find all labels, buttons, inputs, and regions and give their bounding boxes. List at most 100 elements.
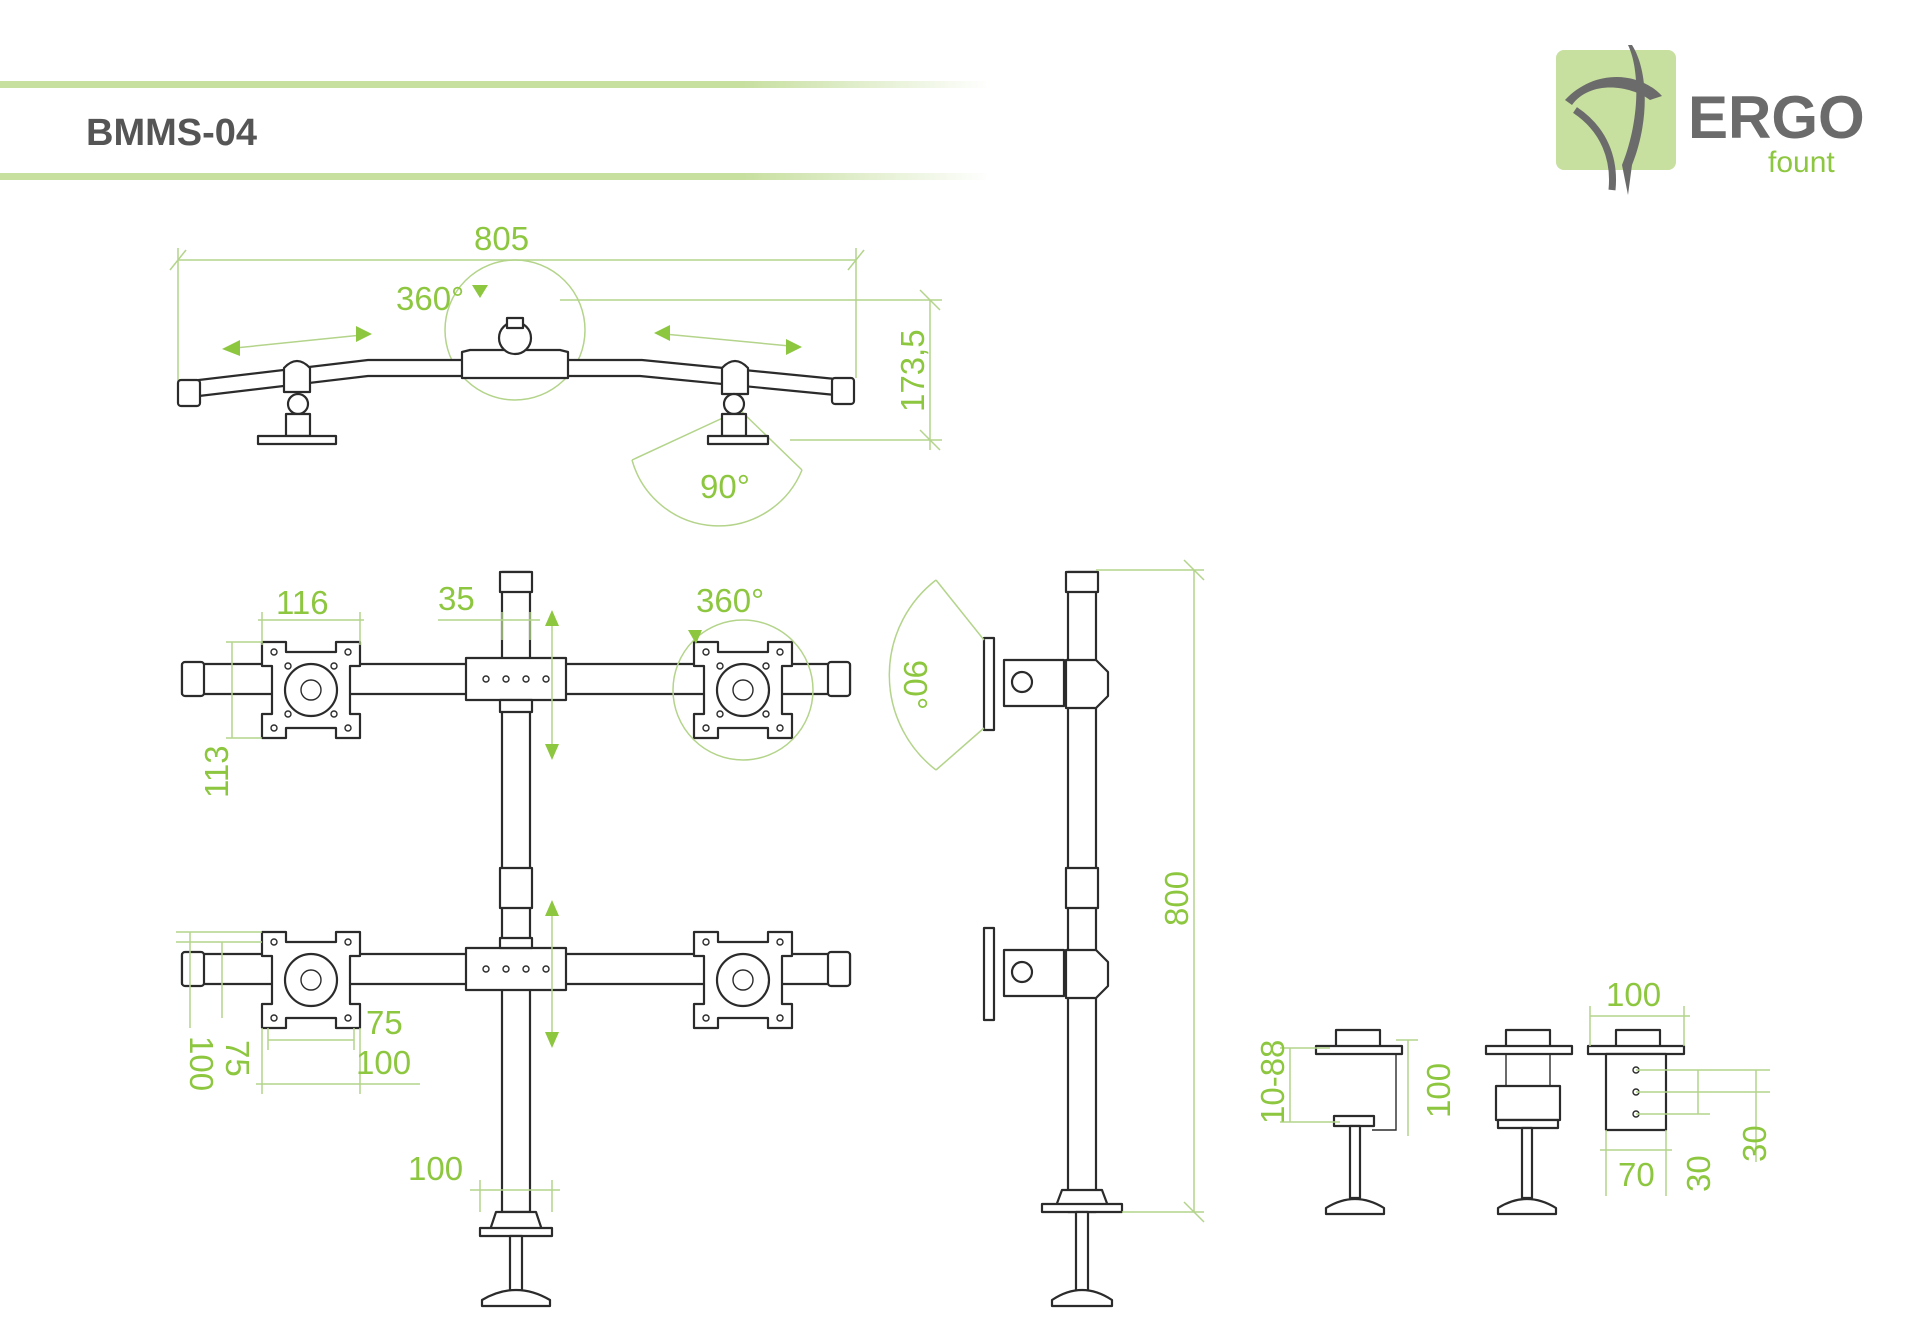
page-title: BMMS-04 [86,112,257,154]
dim-c100-label: 100 [1420,1063,1457,1118]
top-bracket-left-pivot [286,392,310,416]
rotation-circle-front [672,619,814,761]
brand-logo: ERGO fount [1556,45,1865,195]
dim-vesa75-label: 75 [366,1004,403,1041]
hub-upper-hole-3 [522,675,530,683]
dim-g30b-label: 30 [1736,1125,1773,1162]
grommet-plate [1586,1044,1686,1056]
dim-g30a-label: 30 [1680,1155,1717,1192]
clamp2-screw [1520,1126,1534,1200]
front-hub-upper-collar [498,698,534,714]
top-bracket-right-pivot [722,392,746,416]
dim-g70-label: 70 [1618,1156,1655,1193]
front-clamp-foot [480,1289,552,1308]
top-bracket-right-post [720,412,748,438]
slide-arrow-right-head-b-icon [786,339,802,355]
hub-lower-hole-3 [522,965,530,973]
hub-lower-hole-4 [542,965,550,973]
header-rule-top [0,81,990,88]
side-tilt-upper-pivot [1010,670,1034,694]
top-plate-left [256,434,338,446]
top-bracket-left [282,359,312,394]
top-bracket-right [720,359,750,396]
side-clamp-screw [1074,1210,1090,1294]
top-center-clamp [460,348,570,380]
dim-800-tick-bottom [1183,1201,1205,1223]
front-endcap-lower-left [180,950,206,988]
hub-upper-hole-1 [482,675,490,683]
front-endcap-upper-left [180,660,206,698]
tilt-90-label: 90° [700,468,750,505]
side-screen-upper [982,636,996,732]
clamp2-foot [1496,1198,1558,1216]
front-pole-joint [498,866,534,910]
side-pole-joint [1064,866,1100,910]
dim-113-label: 113 [198,745,235,798]
top-plate-right [706,434,770,446]
dim-805-tick-right [847,249,865,271]
tilt-arc-ray-right [739,409,803,471]
slide-arrow-right-head-a-icon [654,325,670,341]
side-view: 90° 800 [888,559,1205,1308]
dim-vesa75v-label: 75 [219,1040,256,1077]
height-arrow-lower-top-icon [545,900,559,916]
dim-805-tick-left [169,249,187,271]
slide-arrow-right [663,333,791,347]
clamp2-plate [1484,1044,1574,1056]
slide-arrow-left [234,334,363,349]
side-pole-cap [1064,570,1100,594]
dim-173-tick-bottom [919,429,941,451]
dim-800-tick-top [1183,559,1205,581]
front-endcap-upper-right [826,660,852,698]
side-tilt-90-label: 90° [897,660,934,710]
logo-figure-icon [1622,45,1645,195]
clamp-details: 10-88 100 100 70 30 30 [1254,976,1773,1216]
dim-116-label: 116 [276,584,329,621]
clamp1-screw [1348,1124,1362,1200]
hub-upper-hole-4 [542,675,550,683]
rotate-360-front-label: 360° [696,582,764,619]
side-clamp-lower [1064,948,1110,1000]
dim-g100-label: 100 [1606,976,1661,1013]
height-arrow-lower-bottom-icon [545,1032,559,1048]
side-tilt-ray-a [935,579,985,641]
front-hub-lower-collar [498,936,534,950]
front-hub-lower [464,946,568,992]
front-clamp-screw [508,1234,524,1294]
top-center-knob-top [505,316,525,330]
front-base-plate [478,1226,554,1238]
dim-base100-label: 100 [408,1150,463,1187]
slide-arrow-left-head-a-icon [222,340,240,356]
dim-35-label: 35 [438,580,475,617]
dim-1088-label: 10-88 [1254,1040,1291,1124]
dim-173-label: 173,5 [894,329,931,412]
dim-vesa100v-label: 100 [183,1036,220,1091]
header: BMMS-04 [0,81,990,180]
top-endcap-left [176,378,202,408]
hub-lower-hole-1 [482,965,490,973]
logo-badge [1556,50,1676,170]
side-screen-lower [982,926,996,1022]
header-rule-bottom [0,173,990,180]
side-tilt-ray-b [935,727,985,771]
clamp1-body [1372,1054,1397,1131]
front-pole-cap [498,570,534,594]
hub-lower-hole-2 [502,965,510,973]
front-endcap-lower-right [826,950,852,988]
vesa-plate-lower-left [260,930,362,1030]
hub-upper-hole-2 [502,675,510,683]
side-clamp-upper [1064,658,1110,710]
logo-wordmark: ERGO [1688,84,1865,151]
clamp2-pad [1496,1118,1560,1130]
dim-173-tick-top [919,289,941,311]
dim-805-label: 805 [474,220,529,257]
dim-800-label: 800 [1158,871,1195,926]
side-base-plate [1040,1202,1124,1214]
top-endcap-right [830,376,856,406]
rotate-arrow-icon [472,285,488,298]
dim-vesa100-label: 100 [356,1044,411,1081]
clamp1-pad [1332,1114,1376,1128]
logo-curve-icon [1572,107,1617,191]
top-bracket-left-post [284,412,312,438]
